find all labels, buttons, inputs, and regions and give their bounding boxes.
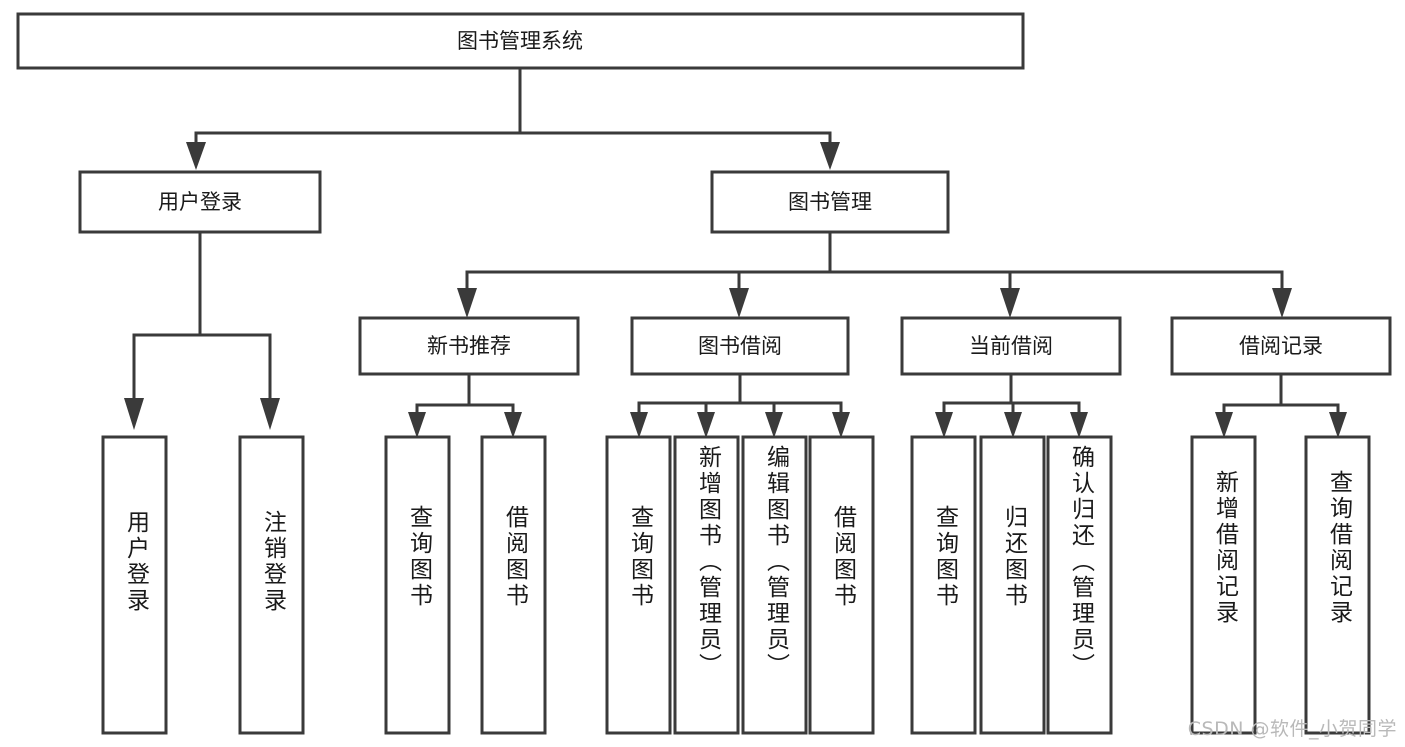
- arrowhead-br-leaf2: [1329, 412, 1347, 438]
- root-label: 图书管理系统: [457, 29, 583, 53]
- new-book-recommend-label: 新书推荐: [427, 334, 511, 358]
- arrowhead-bb-leaf4: [832, 412, 850, 438]
- arrowhead-nb-leaf1: [408, 412, 426, 438]
- node-current-borrow[interactable]: 当前借阅: [900, 316, 1122, 376]
- arrowhead-book-manage: [820, 142, 840, 170]
- node-book-borrow[interactable]: 图书借阅: [630, 316, 850, 376]
- leaf-box-br-query-record[interactable]: [1304, 435, 1371, 735]
- leaf-box-br-add-record[interactable]: [1190, 435, 1257, 735]
- node-borrow-record[interactable]: 借阅记录: [1170, 316, 1392, 376]
- arrowhead-cb-leaf1: [935, 412, 953, 438]
- arrowhead-cb-leaf2: [1004, 412, 1022, 438]
- node-new-book-recommend[interactable]: 新书推荐: [358, 316, 580, 376]
- leaf-box-cb-return-book[interactable]: [979, 435, 1046, 735]
- arrowhead-user-login: [186, 142, 206, 170]
- arrowhead-new-book: [457, 288, 477, 318]
- user-login-label: 用户登录: [158, 190, 242, 214]
- arrowhead-leaf-logout: [260, 398, 280, 430]
- leaf-box-logout[interactable]: [238, 435, 305, 735]
- current-borrow-label: 当前借阅: [969, 334, 1053, 358]
- root-box: [16, 12, 1025, 70]
- arrowhead-borrow-record: [1272, 288, 1292, 318]
- book-borrow-box: [630, 316, 850, 376]
- arrowhead-br-leaf1: [1215, 412, 1233, 438]
- borrow-record-box: [1170, 316, 1392, 376]
- arrowhead-bb-leaf2: [697, 412, 715, 438]
- arrowhead-current-borrow: [1000, 288, 1020, 318]
- leaf-box-cb-query-book[interactable]: [910, 435, 977, 735]
- arrowhead-bb-leaf1: [630, 412, 648, 438]
- leaf-box-nb-borrow-book[interactable]: [480, 435, 547, 735]
- arrowhead-book-borrow: [729, 288, 749, 318]
- csdn-watermark: CSDN @软件_小贺同学: [1187, 718, 1397, 740]
- node-root[interactable]: 图书管理系统: [16, 12, 1025, 70]
- leaf-box-cb-confirm-return[interactable]: [1046, 435, 1113, 735]
- new-book-recommend-box: [358, 316, 580, 376]
- leaf-box-bb-add-book[interactable]: [673, 435, 740, 735]
- node-user-login[interactable]: 用户登录: [78, 170, 322, 234]
- borrow-record-label: 借阅记录: [1239, 334, 1323, 358]
- book-borrow-label: 图书借阅: [698, 334, 782, 358]
- book-manage-label: 图书管理: [788, 190, 872, 214]
- arrowhead-bb-leaf3: [765, 412, 783, 438]
- arrowhead-leaf-user-login: [124, 398, 144, 430]
- leaf-box-bb-borrow-book[interactable]: [808, 435, 875, 735]
- leaf-box-nb-query-book[interactable]: [384, 435, 451, 735]
- leaf-box-bb-query-book[interactable]: [605, 435, 672, 735]
- leaf-box-user-login[interactable]: [101, 435, 168, 735]
- current-borrow-box: [900, 316, 1122, 376]
- node-book-manage[interactable]: 图书管理: [710, 170, 950, 234]
- leaf-box-bb-edit-book[interactable]: [741, 435, 808, 735]
- arrowhead-cb-leaf3: [1070, 412, 1088, 438]
- arrowhead-nb-leaf2: [504, 412, 522, 438]
- book-manage-box: [710, 170, 950, 234]
